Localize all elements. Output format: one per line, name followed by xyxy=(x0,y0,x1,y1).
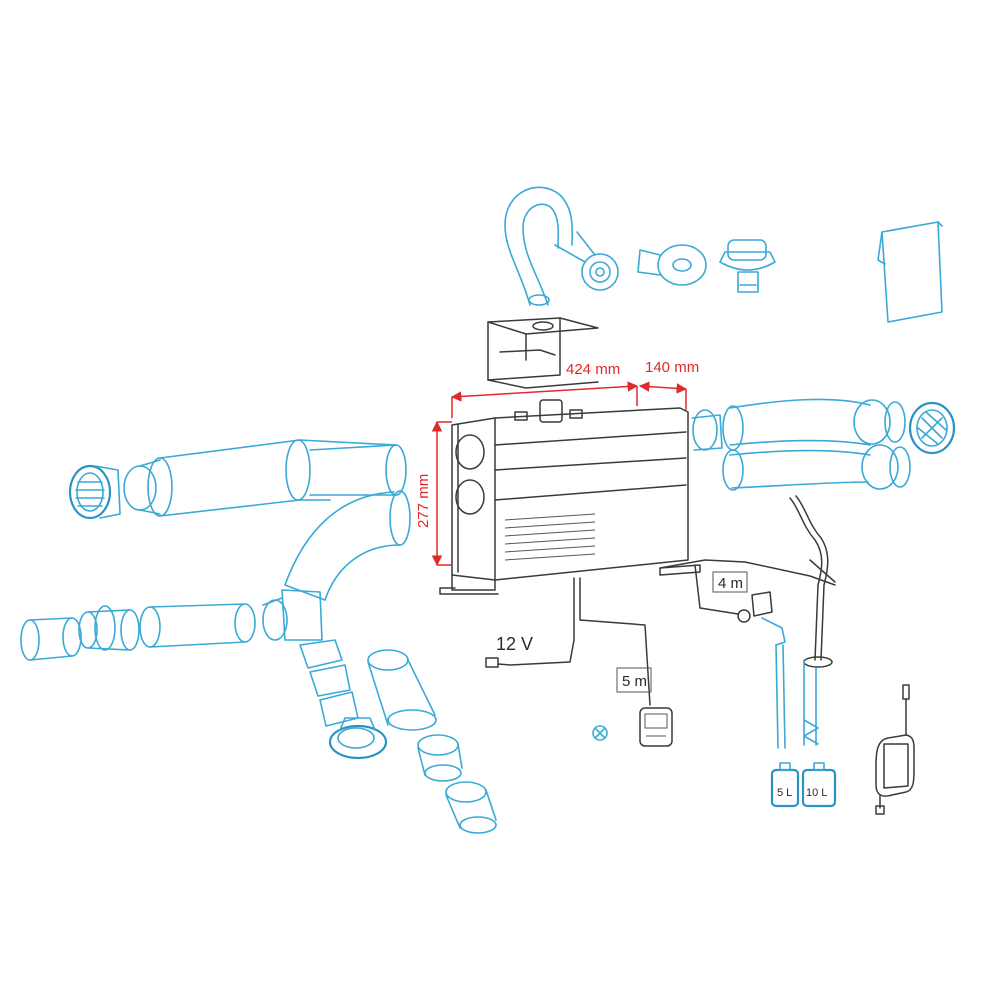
lower-vent-outlet xyxy=(328,717,388,760)
heater-unit xyxy=(439,399,701,595)
lower-duct-rings xyxy=(299,639,359,727)
exhaust-clamp xyxy=(581,253,619,291)
silencer-tube xyxy=(367,649,437,731)
fuel-pump xyxy=(737,591,786,749)
upper-left-duct xyxy=(147,439,407,517)
cable-long-label: 5 m xyxy=(622,673,647,690)
right-vent-grille xyxy=(908,401,956,455)
lower-left-coupler xyxy=(78,605,140,651)
y-junction xyxy=(262,589,323,641)
voltage-label: 12 V xyxy=(496,634,533,654)
depth-dimension: 140 mm xyxy=(638,359,699,410)
protective-cover xyxy=(877,221,943,323)
sensor-icon xyxy=(592,725,608,741)
exhaust-flange xyxy=(637,244,707,286)
fuel-tank-10l: 10 L xyxy=(801,762,837,808)
depth-label: 140 mm xyxy=(645,359,699,376)
power-cable: 12 V xyxy=(485,577,651,706)
silencer-end-pipe xyxy=(445,781,497,834)
right-ducts xyxy=(722,398,911,491)
lower-left-sleeve xyxy=(20,617,82,661)
cable-long-box: 5 m xyxy=(616,667,652,693)
width-label: 424 mm xyxy=(566,361,620,378)
lower-left-duct xyxy=(139,603,256,648)
fuel-line xyxy=(789,495,836,746)
tank-5l-label: 5 L xyxy=(777,787,792,799)
exhaust-silencer-cap xyxy=(719,239,776,293)
extension-cable xyxy=(875,684,915,815)
control-panel xyxy=(639,707,673,747)
mounting-bracket xyxy=(487,317,599,389)
width-dimension: 424 mm xyxy=(450,361,639,418)
exhaust-bend-pipe xyxy=(504,186,596,306)
curved-duct xyxy=(284,490,411,601)
heater-vents xyxy=(504,513,596,561)
height-label: 277 mm xyxy=(415,474,432,528)
left-vent-grille xyxy=(68,464,121,520)
silencer-coupler xyxy=(417,734,463,782)
fuel-tank-5l: 5 L xyxy=(770,762,800,808)
left-duct-connector xyxy=(123,459,161,515)
height-dimension: 277 mm xyxy=(415,420,452,567)
cable-to-pump xyxy=(659,559,836,615)
cable-short-box: 4 m xyxy=(712,571,748,593)
cable-short-label: 4 m xyxy=(718,575,743,592)
right-duct-inlet xyxy=(691,409,723,451)
tank-10l-label: 10 L xyxy=(806,787,827,799)
